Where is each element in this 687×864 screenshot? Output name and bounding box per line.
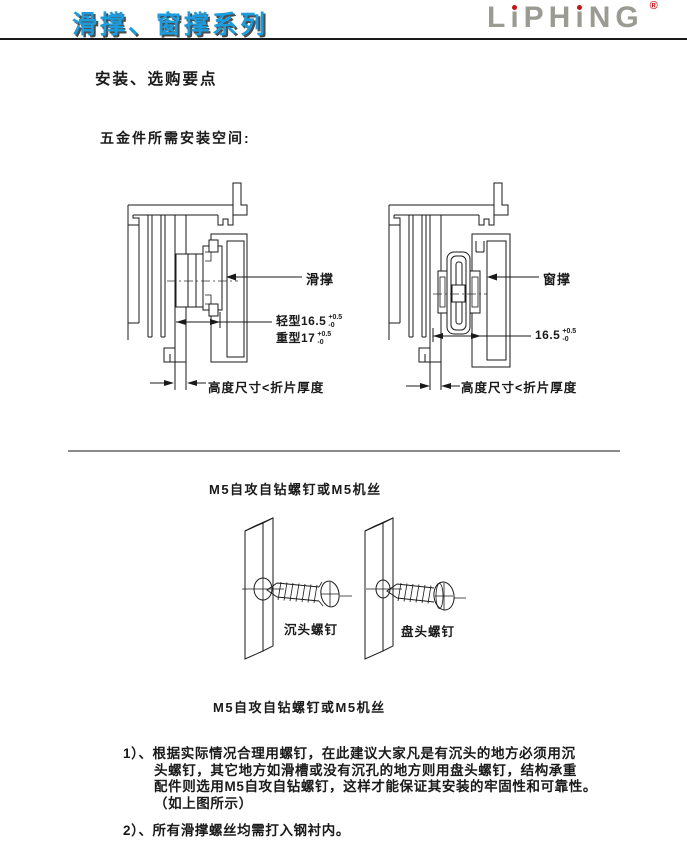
screw-heading-bottom: M5自攻自钻螺钉或M5机丝 <box>213 700 386 715</box>
note-line: （如上图所示） <box>154 795 253 811</box>
screw-diagram-countersunk <box>242 517 352 660</box>
brand-logo: LıPHıNG ® <box>487 0 658 35</box>
note-2: 2）、所有滑撑螺丝均需打入钢衬内。 <box>123 823 350 838</box>
header-rule <box>0 38 687 40</box>
section-heading-install: 安装、选购要点 <box>95 71 218 88</box>
note-line: 配件则选用M5自攻自钻螺钉，这样才能保证其安装的牢固性和可靠性。 <box>154 779 597 794</box>
tolerance: +0.5-0 <box>562 328 577 343</box>
note-line: 1）、根据实际情况合理用螺钉，在此建议大家凡是有沉头的地方必须用沉 <box>123 746 576 761</box>
dim-right-value: 16.5 <box>535 328 561 342</box>
note-line: 头螺钉，其它地方如滑槽或没有沉孔的地方则用盘头螺钉，结构承重 <box>154 762 577 778</box>
dim-heavy-value: 重型17 <box>276 331 316 345</box>
label-pan-head-screw: 盘头螺钉 <box>401 625 456 639</box>
logo-letter-i: ı <box>575 1 589 34</box>
tolerance: +0.5-0 <box>317 331 332 346</box>
note-height-left: 高度尺寸<折片厚度 <box>208 381 325 395</box>
dim-light-value: 轻型16.5 <box>276 314 327 328</box>
logo-letter: L <box>487 1 511 34</box>
dim-right: 16.5+0.5-0 <box>535 328 576 343</box>
label-sliding-stay: 滑撑 <box>306 272 335 287</box>
label-window-stay: 窗撑 <box>543 272 572 287</box>
registered-trademark-mark: ® <box>649 0 658 12</box>
logo-letters: NG <box>588 1 644 34</box>
screw-heading-top: M5自攻自钻螺钉或M5机丝 <box>209 482 382 497</box>
dim-light-type: 轻型16.5+0.5-0 <box>276 312 342 329</box>
page-title: 滑撑、窗撑系列 <box>72 11 269 39</box>
logo-letters: PH <box>523 1 576 34</box>
installation-notes: 1）、根据实际情况合理用螺钉，在此建议大家凡是有沉头的地方必须用沉 头螺钉，其它… <box>123 746 597 812</box>
tolerance: +0.5-0 <box>328 314 343 329</box>
frame-diagram-sliding-stay <box>127 182 302 390</box>
logo-letter-i: ı <box>510 1 524 34</box>
frame-diagram-window-stay <box>388 182 539 390</box>
label-countersunk-screw: 沉头螺钉 <box>284 623 339 637</box>
screw-diagram-pan-head <box>364 517 466 660</box>
dim-heavy-type: 重型17+0.5-0 <box>276 329 331 346</box>
section-divider <box>68 450 620 452</box>
subheading-space-required: 五金件所需安装空间: <box>100 130 251 146</box>
note-height-right: 高度尺寸<折片厚度 <box>461 381 578 395</box>
